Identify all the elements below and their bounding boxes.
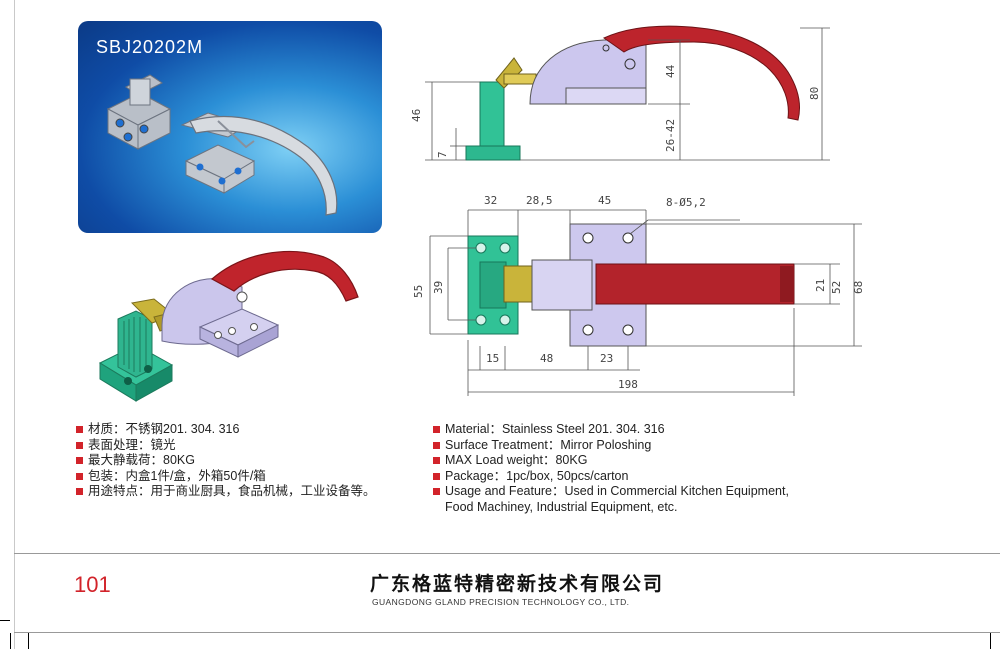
bullet-icon [76, 441, 83, 449]
spec-list-chinese: 材质：不锈钢201. 304. 316 表面处理：镜光 最大静载荷：80KG 包… [76, 422, 376, 500]
bullet-icon [433, 457, 440, 464]
dim-26-42: 26-42 [664, 119, 677, 152]
spec-text: 表面处理：镜光 [88, 437, 176, 452]
spec-item: 用途特点：用于商业厨具，食品机械，工业设备等。 [76, 484, 376, 500]
latch-3d-render [98, 250, 359, 402]
dim-48: 48 [540, 352, 553, 365]
bullet-icon [76, 457, 83, 464]
spec-item: Package：1pc/box, 50pcs/carton [433, 469, 789, 485]
crop-mark [10, 633, 11, 649]
dim-32: 32 [484, 194, 497, 207]
spec-item: MAX Load weight：80KG [433, 453, 789, 469]
crop-mark [990, 633, 991, 649]
dim-15: 15 [486, 352, 499, 365]
page-number: 101 [74, 572, 111, 597]
spec-item: Material：Stainless Steel 201. 304. 316 [433, 422, 789, 438]
bullet-icon [433, 426, 440, 433]
dim-46: 46 [410, 109, 423, 122]
spec-text: 用途特点：用于商业厨具，食品机械，工业设备等。 [88, 484, 376, 498]
page-border [14, 0, 15, 649]
dim-198: 198 [618, 378, 638, 391]
side-view-drawing: 46 7 44 26-42 80 [410, 25, 830, 161]
top-view-drawing: 32 28,5 45 8-Ø5,2 55 39 21 52 68 15 48 2… [412, 194, 865, 396]
bullet-icon [76, 426, 83, 433]
company-name-chinese: 广东格蓝特精密新技术有限公司 [370, 573, 665, 595]
spec-list-english: Material：Stainless Steel 201. 304. 316 S… [433, 422, 789, 515]
spec-item: Surface Treatment：Mirror Poloshing [433, 438, 789, 454]
dim-23: 23 [600, 352, 613, 365]
stainless-latch-photo [106, 74, 338, 216]
crop-mark [28, 633, 29, 649]
dim-21: 21 [814, 279, 827, 292]
bullet-icon [433, 441, 440, 449]
spec-text-continuation: Food Machiney, Industrial Equipment, etc… [445, 499, 678, 514]
dim-55: 55 [412, 285, 425, 298]
bullet-icon [433, 488, 440, 495]
spec-text: Surface Treatment：Mirror Poloshing [445, 437, 652, 452]
spec-text: MAX Load weight：80KG [445, 453, 588, 467]
model-code: SBJ20202M [96, 37, 204, 57]
footer-divider-bottom [14, 632, 1000, 633]
spec-text: 最大静载荷：80KG [88, 453, 195, 467]
spec-item: 包装：内盒1件/盒，外箱50件/箱 [76, 469, 376, 485]
crop-mark [0, 620, 10, 621]
dim-7: 7 [436, 151, 449, 158]
dim-52: 52 [830, 281, 843, 294]
spec-text: Usage and Feature：Used in Commercial Kit… [445, 484, 789, 498]
spec-item: 最大静载荷：80KG [76, 453, 376, 469]
spec-item: Usage and Feature：Used in Commercial Kit… [433, 484, 789, 515]
spec-text: Material：Stainless Steel 201. 304. 316 [445, 422, 665, 436]
dim-45: 45 [598, 194, 611, 207]
bullet-icon [433, 472, 440, 480]
spec-text: Package：1pc/box, 50pcs/carton [445, 468, 629, 483]
footer-divider-top [14, 553, 1000, 554]
spec-item: 表面处理：镜光 [76, 438, 376, 454]
dim-68: 68 [852, 281, 865, 294]
spec-item: 材质：不锈钢201. 304. 316 [76, 422, 376, 438]
bullet-icon [76, 472, 83, 480]
product-photo: SBJ20202M [78, 21, 382, 233]
company-name-english: GUANGDONG GLAND PRECISION TECHNOLOGY CO.… [372, 597, 630, 607]
bullet-icon [76, 488, 83, 495]
dim-44: 44 [664, 64, 677, 78]
dim-39: 39 [432, 281, 445, 294]
spec-text: 包装：内盒1件/盒，外箱50件/箱 [88, 468, 266, 483]
dim-28-5: 28,5 [526, 194, 553, 207]
hole-spec: 8-Ø5,2 [666, 196, 706, 209]
dim-80: 80 [808, 87, 821, 100]
spec-text: 材质：不锈钢201. 304. 316 [88, 422, 240, 436]
